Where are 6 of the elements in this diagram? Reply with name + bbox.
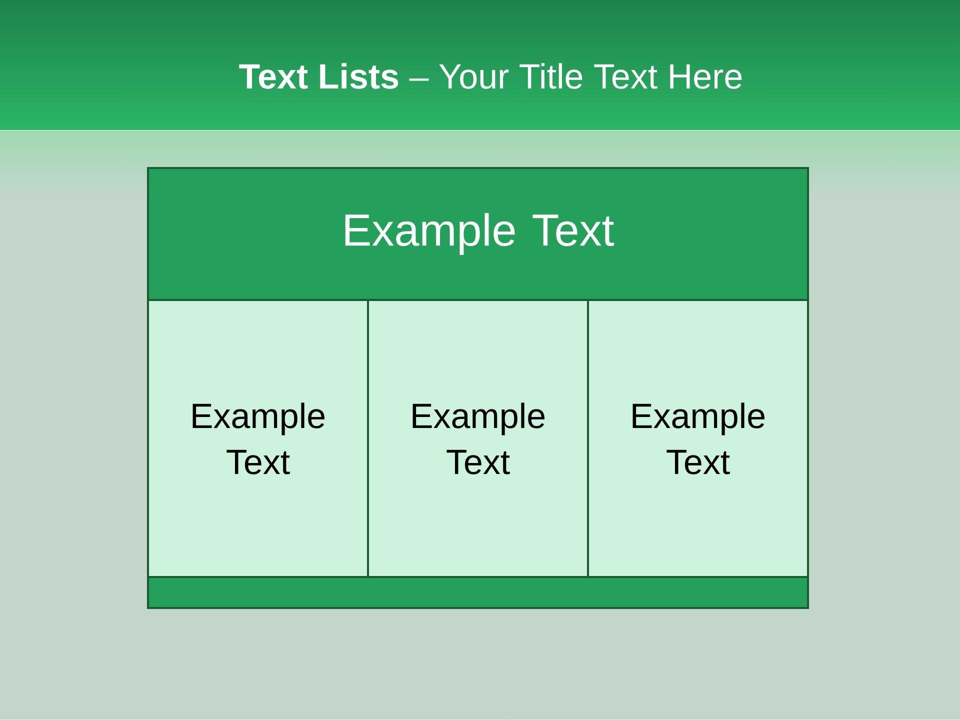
header-box: Example Text [147,167,810,301]
column-box: Example Text [587,299,810,578]
title-text: Text Lists – Your Title Text Here [239,63,742,89]
column-box: Example Text [367,299,589,578]
footer-bar [147,576,810,609]
column-box: Example Text [147,299,369,578]
